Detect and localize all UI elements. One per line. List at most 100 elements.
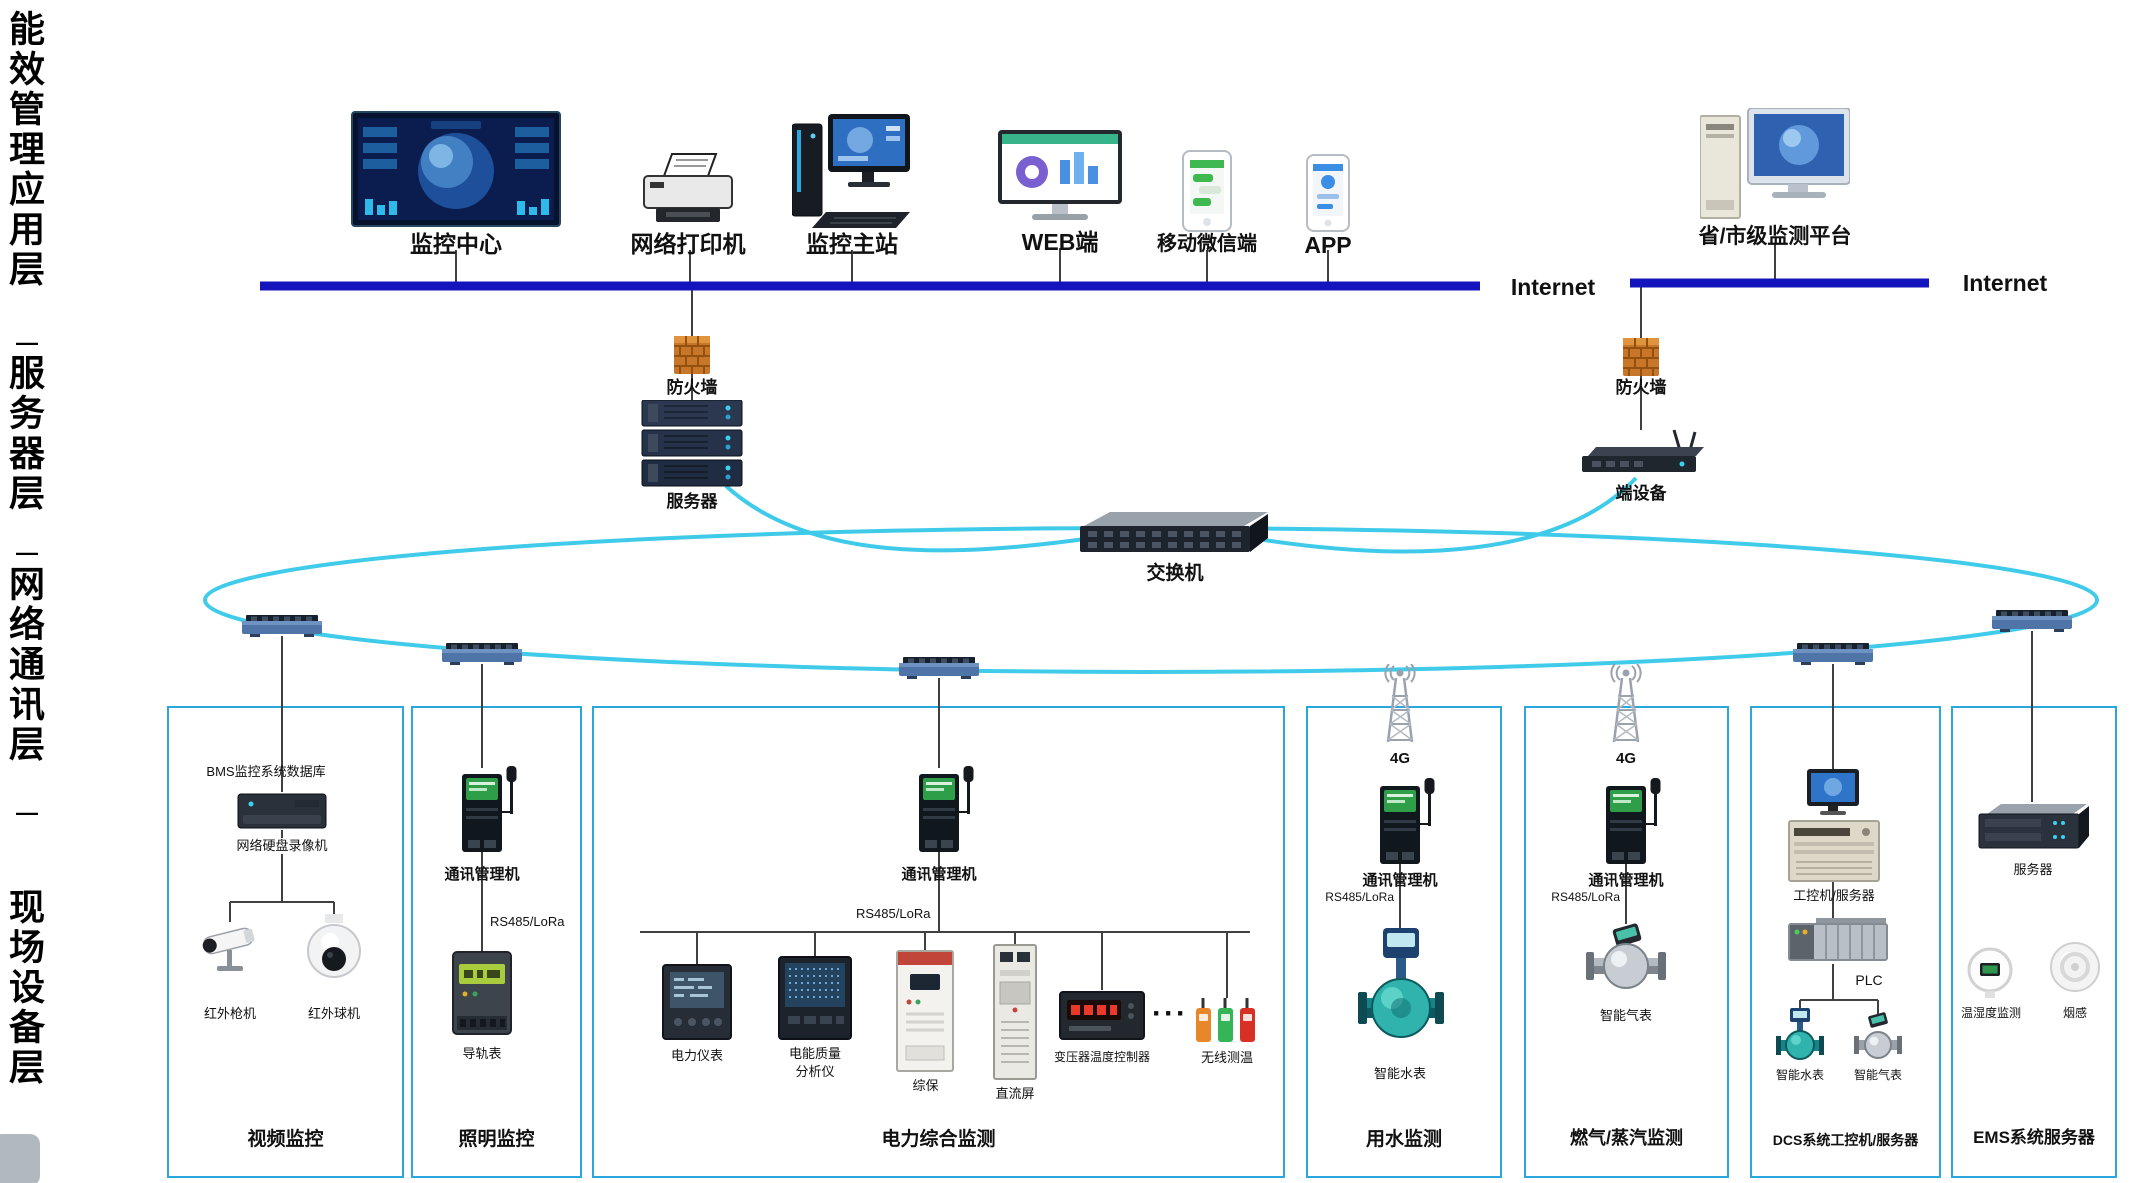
label-gateway-lighting: 通讯管理机 bbox=[444, 866, 520, 883]
label-gateway-water: 通讯管理机 bbox=[1362, 872, 1438, 889]
label-pq-analyzer-1: 电能质量 bbox=[788, 1046, 841, 1061]
protection-relay-cabinet-icon bbox=[896, 950, 954, 1077]
label-bus-gas: RS485/LoRa bbox=[1551, 890, 1620, 904]
master-station-icon bbox=[791, 114, 912, 235]
access-switch-icon bbox=[240, 612, 324, 643]
label-ems-server: 服务器 bbox=[2013, 862, 2053, 877]
title-power-monitoring: 电力综合监测 bbox=[881, 1129, 996, 1150]
layer-label-server: 服务器层 bbox=[4, 354, 45, 514]
access-switch-icon bbox=[897, 654, 981, 685]
wechat-phone-icon bbox=[1182, 150, 1232, 237]
access-switch-icon bbox=[1990, 607, 2074, 638]
label-dcs-gas: 智能气表 bbox=[1853, 1068, 1902, 1082]
label-web: WEB端 bbox=[1021, 229, 1099, 255]
wireless-temp-sensors-icon bbox=[1196, 996, 1258, 1051]
label-4g-gas: 4G bbox=[1615, 750, 1636, 767]
label-bus-lighting: RS485/LoRa bbox=[490, 914, 565, 929]
label-smoke: 烟感 bbox=[2062, 1006, 2087, 1020]
temp-humidity-sensor-icon bbox=[1967, 944, 2013, 1007]
label-monitoring-center: 监控中心 bbox=[410, 231, 502, 257]
smoke-detector-icon bbox=[2049, 940, 2101, 1003]
comm-gateway-icon bbox=[1374, 778, 1439, 875]
access-switch-icon bbox=[440, 640, 524, 671]
server-rack-icon bbox=[640, 399, 744, 493]
label-plc: PLC bbox=[1855, 972, 1883, 988]
label-temp-humidity: 温湿度监测 bbox=[1960, 1006, 2021, 1020]
network-printer-icon bbox=[640, 152, 736, 233]
title-dcs: DCS系统工控机/服务器 bbox=[1772, 1132, 1919, 1148]
label-water-meter: 智能水表 bbox=[1373, 1066, 1426, 1081]
title-ems: EMS系统服务器 bbox=[1973, 1128, 2095, 1147]
label-ipc: 工控机/服务器 bbox=[1793, 888, 1875, 903]
ir-bullet-camera-icon bbox=[195, 920, 265, 981]
label-power-meter: 电力仪表 bbox=[670, 1048, 723, 1063]
label-din-meter: 导轨表 bbox=[462, 1046, 502, 1061]
web-dashboard-monitor-icon bbox=[998, 130, 1122, 235]
label-ellipsis: ··· bbox=[1152, 997, 1188, 1030]
label-protection: 综保 bbox=[912, 1078, 939, 1093]
ipc-chassis-icon bbox=[1788, 820, 1880, 887]
label-bus-water: RS485/LoRa bbox=[1325, 890, 1394, 904]
monitoring-center-screen-icon bbox=[351, 111, 561, 234]
label-4g-water: 4G bbox=[1389, 750, 1410, 767]
layer-label-application: 能效管理应用层 bbox=[4, 10, 45, 290]
label-bus-power: RS485/LoRa bbox=[856, 906, 931, 921]
ems-rack-server-icon bbox=[1977, 800, 2089, 863]
corner-artifact bbox=[0, 1134, 40, 1183]
label-ir-dome: 红外球机 bbox=[307, 1006, 360, 1021]
layer-label-field: 现场设备层 bbox=[4, 888, 45, 1088]
label-province-platform: 省/市级监测平台 bbox=[1698, 225, 1852, 248]
label-master-station: 监控主站 bbox=[806, 231, 898, 257]
4g-antenna-tower-icon bbox=[1368, 663, 1432, 753]
label-firewall-right: 防火墙 bbox=[1615, 378, 1667, 397]
comm-gateway-icon bbox=[913, 766, 978, 863]
comm-gateway-icon bbox=[456, 766, 521, 863]
dc-panel-icon bbox=[993, 944, 1037, 1085]
label-temp-controller: 变压器温度控制器 bbox=[1053, 1050, 1150, 1064]
layer-separator: — bbox=[16, 330, 38, 355]
plc-module-icon bbox=[1788, 916, 1888, 971]
label-core-switch: 交换机 bbox=[1146, 563, 1204, 584]
layer-separator: — bbox=[16, 800, 38, 825]
title-video-monitoring: 视频监控 bbox=[247, 1129, 324, 1150]
edge-device-router-icon bbox=[1578, 428, 1704, 483]
app-phone-icon bbox=[1306, 154, 1350, 237]
label-app: APP bbox=[1304, 232, 1352, 258]
power-quality-analyzer-icon bbox=[778, 956, 852, 1045]
label-firewall-left: 防火墙 bbox=[666, 378, 718, 397]
transformer-temp-controller-icon bbox=[1059, 988, 1145, 1049]
label-internet-right: Internet bbox=[1962, 270, 2048, 296]
power-meter-icon bbox=[662, 964, 732, 1045]
label-edge-device: 端设备 bbox=[1615, 484, 1667, 503]
province-platform-pc-icon bbox=[1699, 107, 1851, 231]
firewall-right-icon bbox=[1623, 338, 1659, 381]
label-internet-left: Internet bbox=[1510, 274, 1596, 300]
label-nvr: 网络硬盘录像机 bbox=[212, 838, 352, 854]
mini-gas-meter-icon bbox=[1854, 1012, 1902, 1071]
nvr-icon bbox=[237, 790, 327, 837]
4g-antenna-tower-icon bbox=[1594, 663, 1658, 753]
smart-gas-meter-icon bbox=[1586, 922, 1666, 1007]
comm-gateway-icon bbox=[1600, 778, 1665, 875]
label-dcs-water: 智能水表 bbox=[1775, 1068, 1824, 1082]
label-gateway-gas: 通讯管理机 bbox=[1588, 872, 1664, 889]
layer-label-network: 网络通讯层 bbox=[4, 565, 45, 765]
din-rail-meter-icon bbox=[451, 950, 513, 1045]
label-gateway-power: 通讯管理机 bbox=[901, 866, 977, 883]
label-network-printer: 网络打印机 bbox=[630, 231, 746, 257]
label-gas-meter: 智能气表 bbox=[1599, 1008, 1652, 1023]
mini-water-meter-icon bbox=[1776, 1008, 1824, 1071]
label-bms-db: BMS监控系统数据库 bbox=[206, 764, 326, 779]
label-wireless-temp: 无线测温 bbox=[1200, 1050, 1253, 1065]
smart-water-meter-icon bbox=[1358, 928, 1444, 1067]
label-dc-panel: 直流屏 bbox=[995, 1086, 1035, 1101]
ipc-monitor-icon bbox=[1806, 768, 1860, 821]
label-server: 服务器 bbox=[666, 492, 718, 511]
core-switch-icon bbox=[1078, 508, 1270, 563]
title-gas-monitoring: 燃气/蒸汽监测 bbox=[1569, 1128, 1683, 1148]
access-switch-icon bbox=[1791, 640, 1875, 671]
title-lighting-monitoring: 照明监控 bbox=[458, 1129, 535, 1150]
layer-separator: — bbox=[16, 540, 38, 565]
label-pq-analyzer-2: 分析仪 bbox=[795, 1064, 835, 1079]
